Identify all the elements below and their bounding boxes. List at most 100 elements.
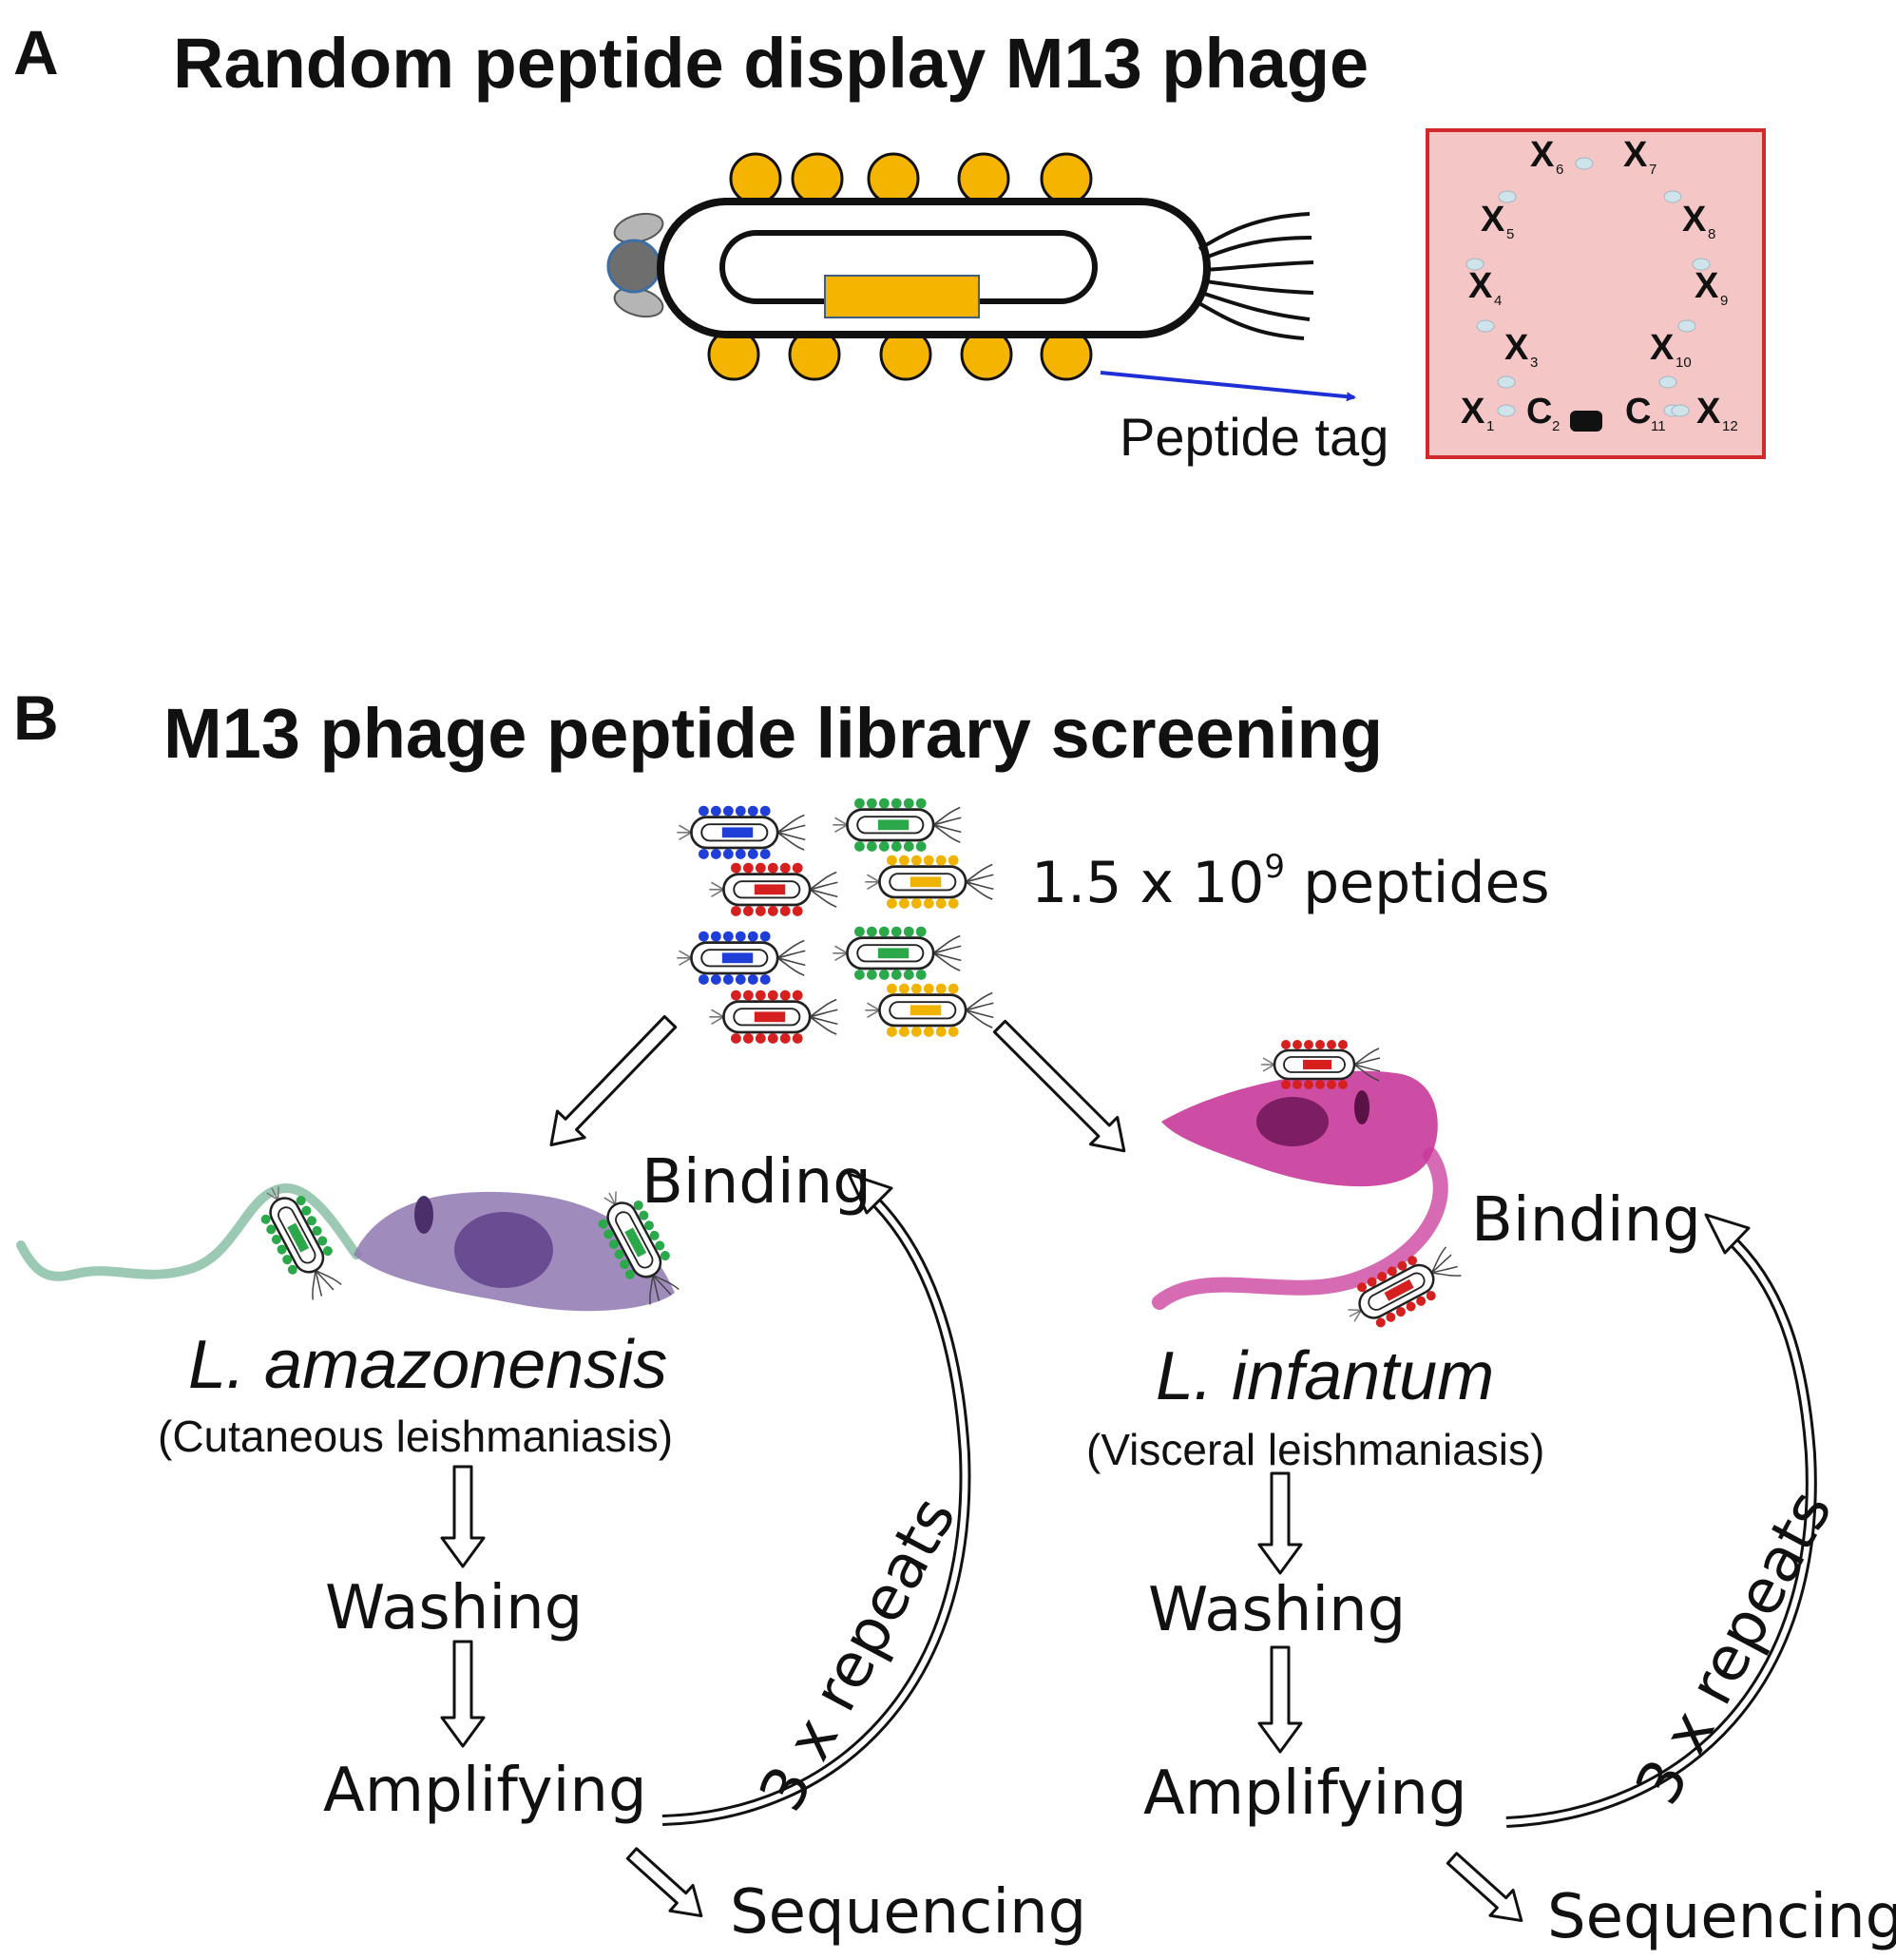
peptide-residue-index: 8	[1708, 226, 1715, 242]
phage-coat-dot	[620, 1259, 630, 1270]
phage-coat-dot	[277, 1244, 287, 1255]
peptide-residue: X	[1682, 200, 1707, 240]
phage-coat-dot	[747, 931, 758, 942]
right-repeat-loop-arrow	[1505, 1213, 1817, 1828]
peptide-residue-index: 3	[1530, 355, 1538, 371]
peptide-bond-dot	[1498, 190, 1517, 203]
phage-coat-dot	[779, 906, 791, 916]
infantum-kinetoplast	[1354, 1090, 1369, 1124]
phage-coat-dot	[887, 983, 897, 994]
peptide-residue: X	[1504, 328, 1529, 368]
right-sequencing-label: Sequencing	[1547, 1882, 1896, 1952]
peptide-residue: X	[1695, 266, 1719, 306]
bound-phage-infantum	[1340, 1245, 1464, 1333]
peptide-bond-dot	[1658, 375, 1677, 389]
peptide-residue-index: 12	[1722, 418, 1738, 434]
phage-coat-dot	[755, 862, 766, 874]
coat-protein-dot	[791, 152, 844, 205]
peptide-bond-dot	[1497, 375, 1516, 389]
phage-coat-dot	[301, 1205, 312, 1216]
phage-coat-dot	[935, 898, 947, 909]
phage-coat-dot	[891, 926, 902, 937]
phage-coat-dot	[779, 990, 791, 1001]
phage-coat-dot	[903, 841, 914, 852]
phage-coat-dot	[1375, 1317, 1386, 1328]
phage-coat-dot	[731, 990, 741, 1001]
left-repeat-loop-arrow	[661, 1172, 971, 1826]
phage-coat-dot	[722, 974, 734, 985]
phage-coat-dot	[878, 926, 890, 937]
down-arrow	[440, 1465, 486, 1568]
phage-coat-dot	[948, 983, 959, 994]
peptide-residue-index: 7	[1649, 162, 1657, 178]
phage-coat-dot	[866, 797, 877, 809]
phage-tail-fibers	[1197, 212, 1314, 340]
right-sequencing-arrow	[1446, 1852, 1523, 1923]
phage-peptide-insert	[1384, 1278, 1414, 1301]
phage-coat-dot	[1416, 1296, 1427, 1306]
phage-coat-dot	[722, 805, 734, 817]
phage-coat-dot	[1357, 1282, 1368, 1293]
phage-coat-dot	[1315, 1040, 1325, 1049]
peptide-residue: X	[1530, 135, 1555, 175]
phage-coat-dot	[891, 797, 902, 809]
phage-coat-dot	[866, 970, 877, 980]
phage-coat-dot	[1304, 1040, 1313, 1049]
phage-coat-dot	[915, 926, 927, 937]
coat-protein-dot	[957, 152, 1010, 205]
amazonensis-nucleus	[454, 1212, 553, 1288]
phage-coat-dot	[923, 898, 934, 909]
peptide-box-frame	[1426, 128, 1766, 459]
phage-coat-dot	[898, 1027, 910, 1037]
phage-coat-dot	[854, 970, 865, 980]
phage-peptide-insert	[754, 1011, 786, 1023]
peptide-residue: X	[1468, 266, 1493, 306]
bound-phage-amazonensis	[256, 1179, 343, 1302]
phage-coat-dot	[910, 983, 922, 994]
phage-coat-dot	[755, 906, 766, 916]
phage-coat-dot	[614, 1249, 624, 1259]
phage-coat-dot	[923, 983, 934, 994]
phage-coat-dot	[322, 1246, 333, 1257]
infantum-nucleus	[1256, 1097, 1329, 1146]
phage-coat-dot	[898, 898, 910, 909]
phage-coat-dot	[699, 974, 709, 985]
peptide-residue: C	[1625, 392, 1651, 432]
library-phage	[675, 805, 807, 859]
phage-library-cluster	[675, 797, 995, 1044]
phage-coat-dot	[742, 862, 754, 874]
phage-peptide-insert	[910, 876, 942, 888]
phage-coat-dot	[948, 898, 959, 909]
peptide-tag-label: Peptide tag	[1120, 407, 1389, 467]
library-phage	[831, 797, 963, 852]
phage-coat-dot	[742, 906, 754, 916]
phage-peptide-insert	[877, 819, 910, 831]
peptide-tag-arrow	[1100, 371, 1356, 402]
peptide-bond-dots	[1465, 157, 1711, 417]
phage-coat-dot	[923, 855, 934, 866]
phage-coat-dot	[710, 931, 721, 942]
phage-coat-dot	[923, 1027, 934, 1037]
phage-coat-dot	[903, 970, 914, 980]
phage-peptide-insert	[877, 948, 910, 959]
phage-coat-dot	[731, 906, 741, 916]
phage-coat-dot	[759, 849, 771, 859]
phage-coat-dot	[878, 841, 890, 852]
peptide-residue-index: 4	[1494, 293, 1502, 309]
peptide-bond-dot	[1497, 404, 1516, 417]
phage-coat-dot	[903, 926, 914, 937]
library-phage	[863, 983, 995, 1037]
phage-coat-dot	[1406, 1301, 1416, 1312]
library-size-suffix: peptides	[1285, 850, 1550, 916]
phage-coat-dot	[649, 1230, 660, 1240]
phage-coat-dot	[948, 855, 959, 866]
peptide-residue-index: 2	[1552, 418, 1560, 434]
peptide-bond-dot	[1465, 258, 1484, 271]
phage-coat-dot	[1386, 1312, 1396, 1322]
phage-coat-dot	[1281, 1080, 1291, 1089]
disulfide-bond	[1570, 411, 1602, 432]
phage-peptide-insert	[721, 952, 754, 964]
panel-a-title: Random peptide display M13 phage	[173, 24, 1369, 103]
phage-coat-dot	[935, 983, 947, 994]
